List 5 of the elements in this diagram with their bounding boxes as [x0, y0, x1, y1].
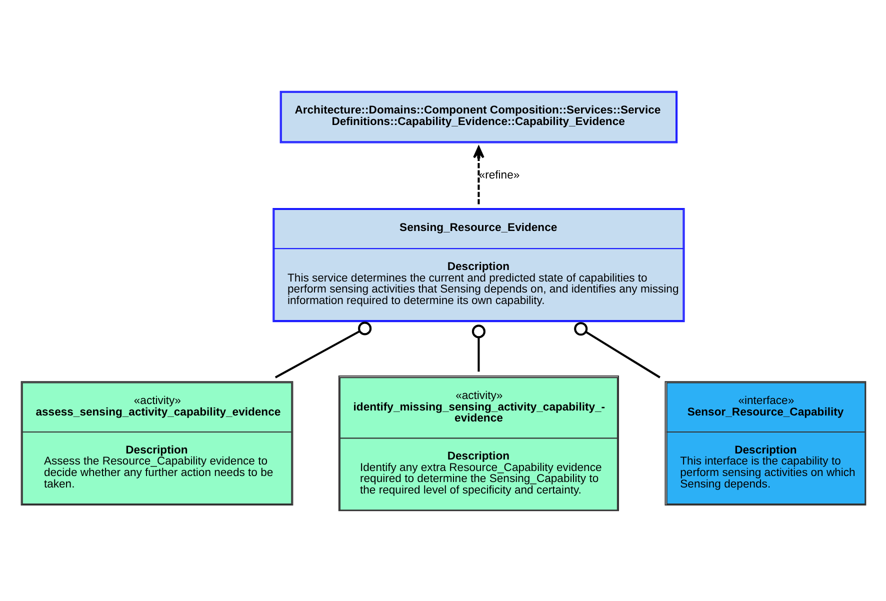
connector	[574, 322, 660, 378]
connector	[471, 324, 485, 372]
arrow	[472, 146, 484, 204]
edge-label: «refine»	[478, 168, 520, 181]
connector	[274, 321, 372, 378]
